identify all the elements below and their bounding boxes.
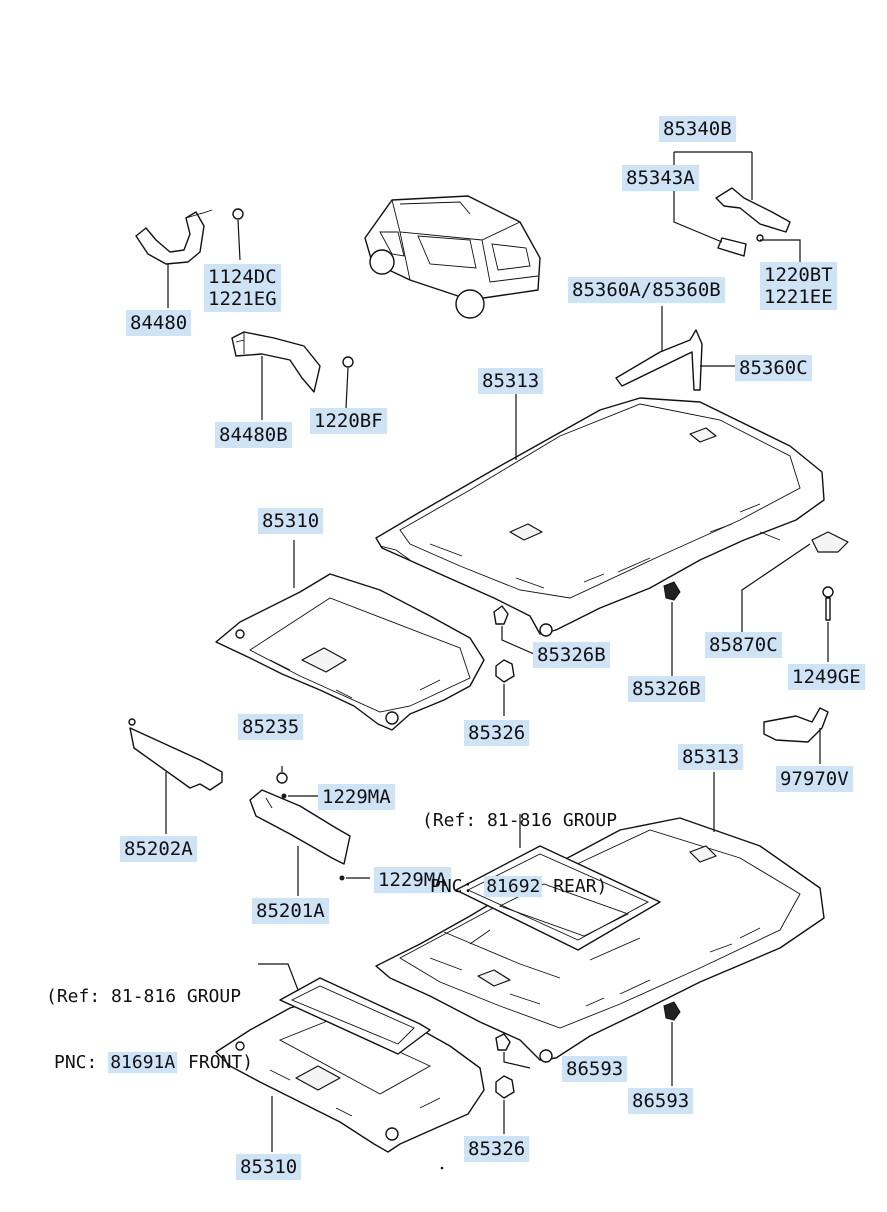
ref-rear-line2: PNC: 81692 REAR) [422,876,617,898]
clip-85326B-b [663,581,681,601]
ref-rear-suffix: REAR) [542,876,608,897]
ref-front-suffix: FRONT) [177,1052,254,1073]
label-85343A[interactable]: 85343A [622,165,699,191]
label-86593-b[interactable]: 86593 [628,1088,694,1114]
label-97970V[interactable]: 97970V [776,766,853,792]
screw-1249GE [822,586,834,621]
label-1220BT-1221EE[interactable]: 1220BT 1221EE [760,262,837,310]
clip-86593-b [663,1001,681,1021]
label-85310-lower[interactable]: 85310 [236,1154,302,1180]
label-85310-upper[interactable]: 85310 [258,508,324,534]
label-1229MA-a[interactable]: 1229MA [318,784,395,810]
sun-visor-passenger [128,718,223,791]
headliner-lower [375,817,825,1063]
label-85313-upper[interactable]: 85313 [478,368,544,394]
sun-visor-driver [249,789,351,865]
handle-part-84480B [231,331,321,393]
label-85201A[interactable]: 85201A [252,898,329,924]
headliner-upper [375,397,825,637]
ref-rear-pnc[interactable]: 81692 [484,876,543,897]
label-85870C[interactable]: 85870C [705,632,782,658]
label-85235[interactable]: 85235 [238,714,304,740]
clip-86593-a [495,1033,511,1051]
label-85326-lower[interactable]: 85326 [464,1136,530,1162]
label-1249GE[interactable]: 1249GE [788,664,865,690]
ref-rear-line1: (Ref: 81-816 GROUP [422,810,618,831]
assist-handle-rear [715,187,791,257]
label-86593-a[interactable]: 86593 [562,1056,628,1082]
vehicle-illustration [364,195,541,319]
label-85326-upper[interactable]: 85326 [464,720,530,746]
handle-bracket-84480 [135,209,213,265]
label-85202A[interactable]: 85202A [120,836,197,862]
ref-note-rear: (Ref: 81-816 GROUP PNC: 81692 REAR) [422,766,617,920]
trim-strip-85360 [615,329,703,391]
label-1124DC-1221EG[interactable]: 1124DC 1221EG [204,264,281,312]
label-85326B-b[interactable]: 85326B [628,676,705,702]
label-85326B-a[interactable]: 85326B [533,642,610,668]
map-lamp-97970V [763,707,829,743]
label-85360C[interactable]: 85360C [735,355,812,381]
label-1229MA-b[interactable]: 1229MA [374,867,451,893]
clip-85326-b [495,1075,515,1099]
ref-front-line2: PNC: 81691A FRONT) [46,1052,253,1074]
headliner-front-upper [215,573,485,731]
label-1220BF[interactable]: 1220BF [310,408,387,434]
clip-85326-a [495,659,515,683]
label-85313-lower[interactable]: 85313 [678,744,744,770]
ref-note-front: (Ref: 81-816 GROUP PNC: 81691A FRONT) [46,942,253,1096]
clip-85326B-a [493,605,509,625]
label-85360A-85360B[interactable]: 85360A/85360B [568,277,725,303]
ref-rear-prefix: PNC: [430,876,485,897]
label-84480B[interactable]: 84480B [215,422,292,448]
ref-front-prefix: PNC: [54,1052,109,1073]
ref-front-pnc[interactable]: 81691A [108,1052,178,1073]
label-85340B[interactable]: 85340B [659,116,736,142]
retainer-85870C [811,531,849,553]
headliner-front-lower [215,977,485,1153]
label-84480[interactable]: 84480 [126,310,192,336]
ref-front-line1: (Ref: 81-816 GROUP [46,986,242,1007]
